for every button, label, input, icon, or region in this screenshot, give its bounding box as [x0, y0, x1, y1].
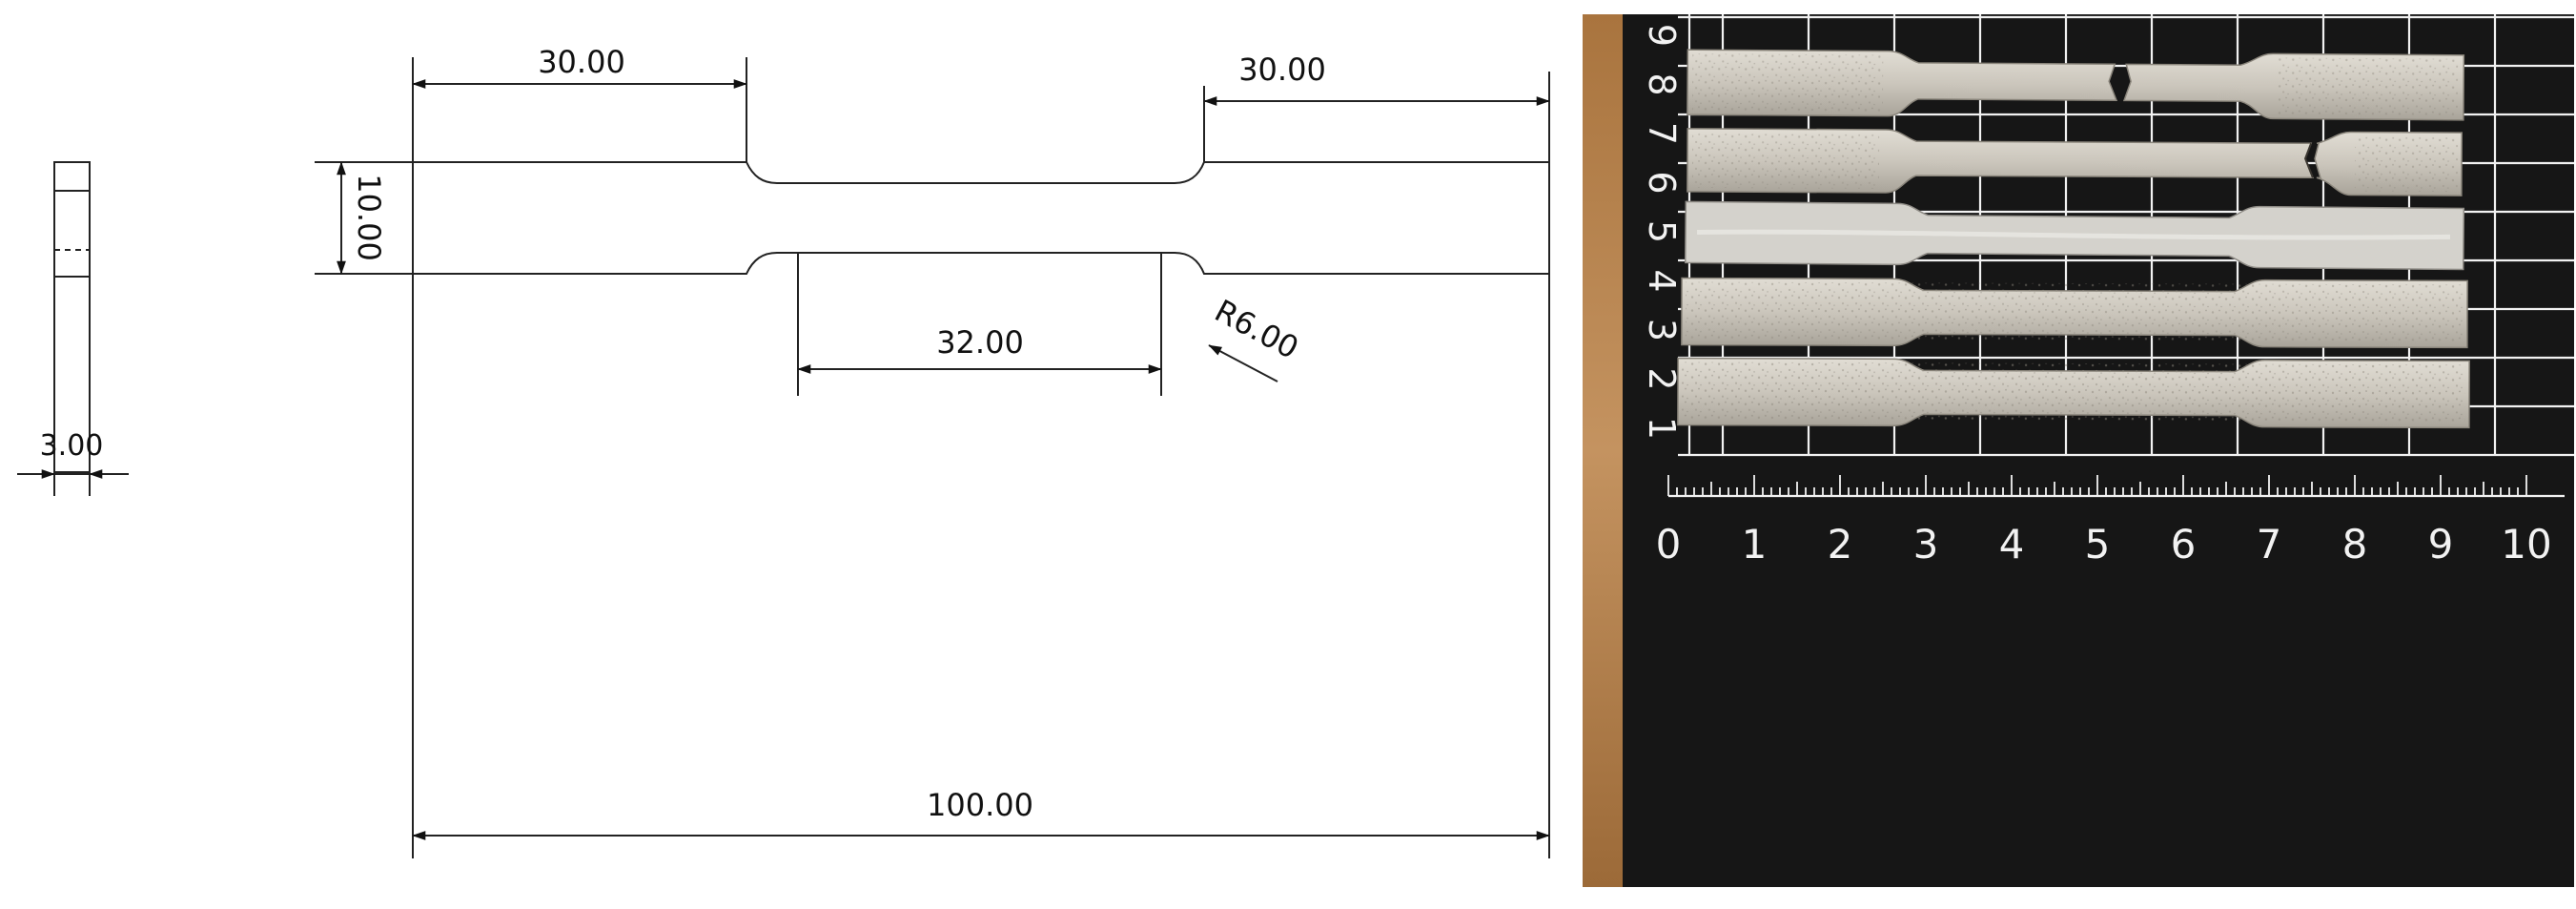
specimen-outline-top [315, 161, 1549, 184]
width-label: 10.00 [351, 174, 387, 261]
specimen-5-intact [1677, 357, 2470, 429]
side-view [17, 161, 129, 496]
horizontal-scale-label: 5 [2085, 521, 2111, 568]
horizontal-scale-label: 2 [1828, 521, 1853, 568]
vertical-scale-label: 3 [1641, 319, 1683, 341]
horizontal-scale-label: 3 [1913, 521, 1939, 568]
vertical-scale-label: 7 [1641, 122, 1683, 145]
vertical-scale-label: 5 [1641, 220, 1683, 243]
horizontal-scale-label: 0 [1656, 521, 1682, 568]
specimen-outline-bottom [315, 252, 1549, 275]
horizontal-scale-label: 8 [2342, 521, 2368, 568]
grip-right-label: 30.00 [1238, 52, 1326, 88]
fillet-radius-leader [1208, 344, 1278, 382]
vertical-scale-label: 1 [1641, 417, 1683, 440]
vertical-scale-label: 2 [1641, 367, 1683, 390]
horizontal-scale-labels: 0 1 2 3 4 5 6 7 8 9 10 [1656, 521, 2552, 568]
overall-length-label: 100.00 [927, 787, 1033, 823]
top-view [315, 57, 1550, 858]
horizontal-scale-label: 10 [2501, 521, 2551, 568]
horizontal-scale-label: 6 [2171, 521, 2197, 568]
specimen-2-crack [2303, 142, 2314, 178]
horizontal-scale-label: 9 [2428, 521, 2454, 568]
gauge-length-label: 32.00 [936, 324, 1024, 361]
vertical-scale-labels: 9 8 7 6 5 4 3 2 1 [1641, 24, 1683, 440]
thickness-label: 3.00 [40, 429, 104, 463]
horizontal-scale-label: 7 [2257, 521, 2282, 568]
grip-left-label: 30.00 [538, 44, 625, 80]
specimen-photo: 9 8 7 6 5 4 3 2 1 0 1 2 3 4 5 6 7 8 9 10 [1583, 14, 2574, 887]
horizontal-scale-label: 1 [1742, 521, 1768, 568]
vertical-scale-label: 4 [1641, 269, 1683, 292]
technical-drawing: 3.00 30.00 30.00 10.00 32.00 R6.00 100.0… [17, 44, 1550, 858]
specimen-4-intact [1681, 277, 2468, 349]
mat-ruler [1667, 475, 2565, 498]
fillet-radius-label: R6.00 [1209, 293, 1304, 366]
vertical-scale-label: 6 [1641, 171, 1683, 194]
vertical-scale-label: 9 [1641, 24, 1683, 47]
vertical-scale-label: 8 [1641, 72, 1683, 95]
specimen-1-fractured [1687, 49, 2465, 121]
horizontal-scale-label: 4 [1999, 521, 2025, 568]
side-view-outline [53, 161, 91, 473]
specimen-2-fractured [1687, 128, 2463, 196]
specimen-3-intact-machined [1685, 200, 2465, 271]
